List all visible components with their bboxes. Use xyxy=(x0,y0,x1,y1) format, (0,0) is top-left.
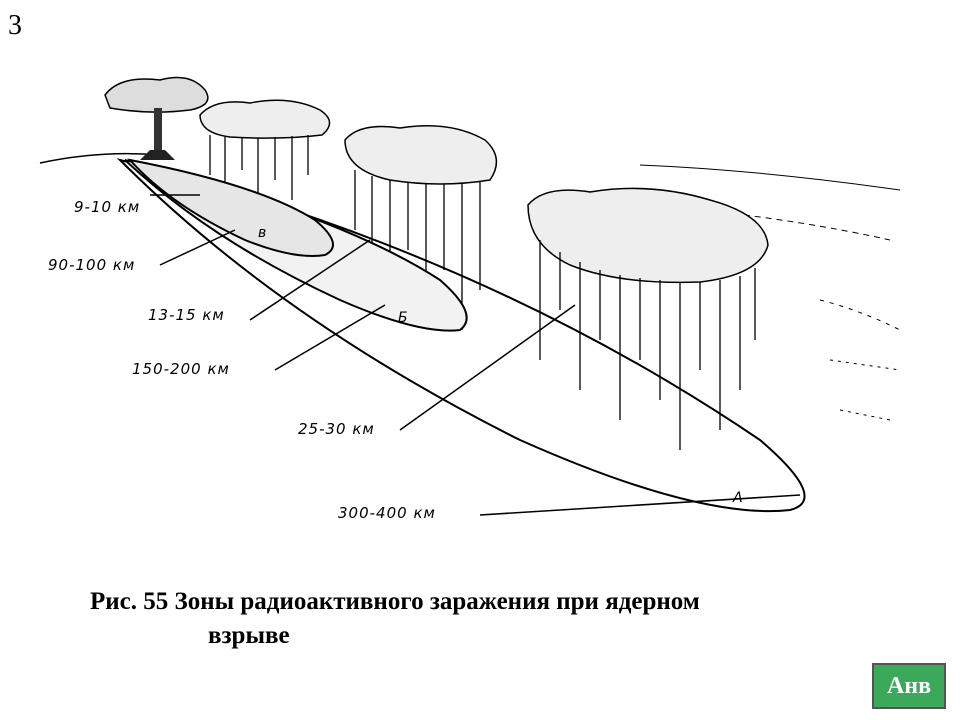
label-90-100-km: 90-100 км xyxy=(48,256,135,274)
cloud-3 xyxy=(527,187,769,450)
caption-line-2: взрыве xyxy=(208,622,290,649)
caption-line-1: Рис. 55 Зоны радиоактивного заражения пр… xyxy=(90,588,700,615)
label-9-10-km: 9-10 км xyxy=(74,198,140,216)
zone-letter-inner: в xyxy=(258,225,266,241)
contamination-zones xyxy=(116,158,806,513)
nav-button[interactable]: Анв xyxy=(872,663,946,709)
label-25-30-km: 25-30 км xyxy=(298,420,375,438)
cloud-2 xyxy=(344,124,498,330)
figure-caption: Рис. 55 Зоны радиоактивного заражения пр… xyxy=(90,585,890,653)
zone-letter-outer: А xyxy=(732,490,743,506)
zone-outer-ellipse xyxy=(116,158,806,513)
dimension-lines xyxy=(150,194,801,516)
zone-inner-ellipse xyxy=(127,158,334,257)
label-150-200-km: 150-200 км xyxy=(132,360,230,378)
nav-button-label: Анв xyxy=(886,672,932,699)
radioactive-contamination-diagram: 9-10 км 90-100 км 13-15 км 150-200 км 25… xyxy=(39,76,901,522)
zone-letter-middle: Б xyxy=(398,310,408,326)
label-300-400-km: 300-400 км xyxy=(338,504,436,522)
slide-number: 3 xyxy=(8,10,22,41)
cloud-1 xyxy=(199,99,331,210)
mushroom-cloud xyxy=(104,76,209,160)
label-13-15-km: 13-15 км xyxy=(148,306,225,324)
